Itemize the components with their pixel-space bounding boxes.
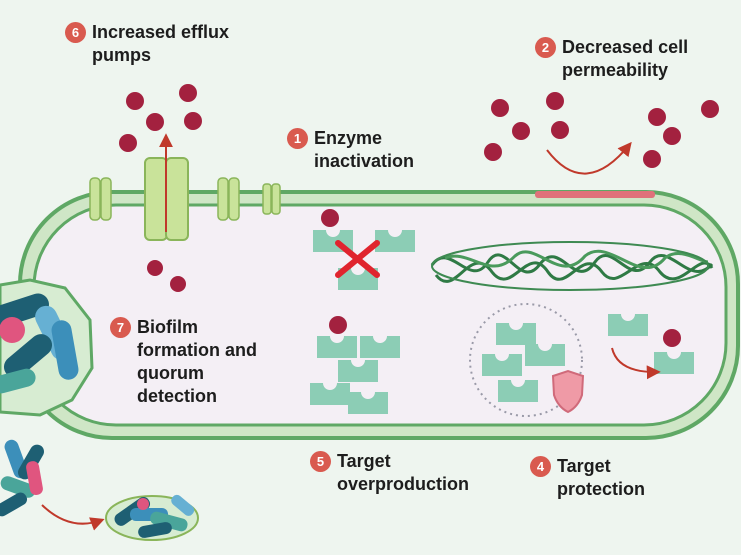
- mechanism-text: Increased efflux pumps: [92, 22, 230, 65]
- target-protection: [469, 303, 694, 417]
- label-target-protection: 4 Target protection: [530, 455, 645, 501]
- biofilm-cluster: [0, 278, 94, 417]
- reduced-porin-patch: [535, 191, 655, 198]
- protection-arrow: [611, 347, 661, 380]
- label-enzyme-inactivation: 1 Enzyme inactivation: [287, 127, 414, 173]
- chromosome-dna: [430, 241, 714, 291]
- antibiotic-molecules: [119, 84, 719, 347]
- biofilm-growth-arrow: [41, 504, 105, 531]
- number-badge: 6: [65, 22, 86, 43]
- mechanism-text: Biofilm formation and quorum detection: [137, 317, 257, 406]
- permeability-arrow: [546, 141, 632, 175]
- enzyme-inactivation: [313, 230, 415, 290]
- number-badge: 1: [287, 128, 308, 149]
- number-badge: 7: [110, 317, 131, 338]
- membrane-channels: [89, 177, 281, 221]
- mechanism-text: Enzyme inactivation: [314, 128, 415, 171]
- mechanism-text: Target overproduction: [337, 451, 470, 494]
- mechanism-text: Target protection: [557, 456, 645, 499]
- number-badge: 4: [530, 456, 551, 477]
- number-badge: 2: [535, 37, 556, 58]
- number-badge: 5: [310, 451, 331, 472]
- mechanism-text: Decreased cell permeability: [562, 37, 689, 80]
- bacterial-cell: [18, 190, 740, 440]
- label-biofilm-formation: 7 Biofilm formation and quorum detection: [110, 316, 257, 408]
- cross-mark: [335, 240, 380, 278]
- efflux-pump: [144, 133, 189, 241]
- bacteria-cluster-biofilm: [105, 494, 199, 541]
- label-efflux-pumps: 6 Increased efflux pumps: [65, 21, 229, 67]
- label-target-overproduction: 5 Target overproduction: [310, 450, 469, 496]
- bacteria-cluster-small: [0, 439, 44, 517]
- shield-icon: [551, 369, 585, 414]
- label-decreased-permeability: 2 Decreased cell permeability: [535, 36, 688, 82]
